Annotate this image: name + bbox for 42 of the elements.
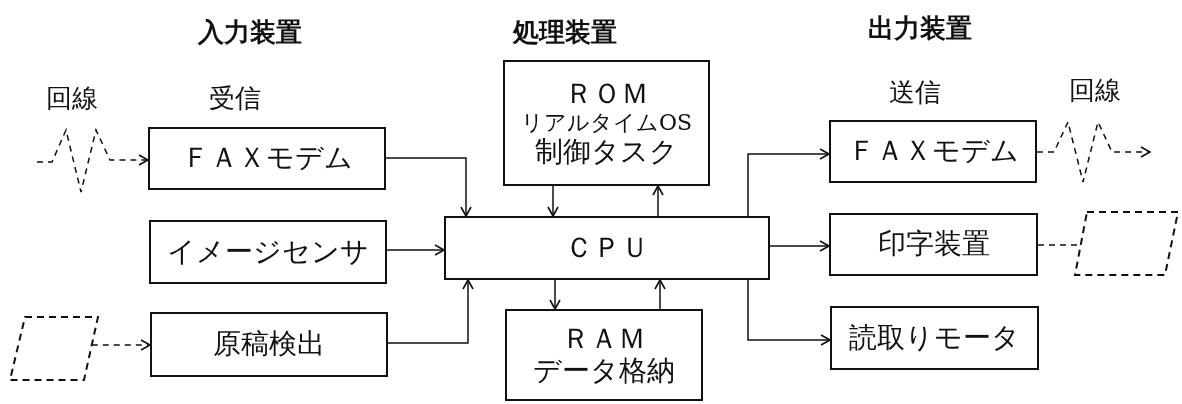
arrow (386, 244, 445, 256)
box-label: イメージセンサ (167, 235, 369, 269)
arrow (747, 279, 831, 346)
line-label: 回線 (1069, 77, 1121, 103)
box-label: 制御タスク (535, 135, 678, 168)
line-label: 回線 (46, 85, 98, 111)
process-box (505, 309, 703, 401)
arrow (1036, 119, 1151, 183)
box-label: 読取りモータ (849, 321, 1020, 355)
box-label: 印字装置 (877, 228, 990, 261)
process-box (503, 60, 710, 186)
arrow (652, 185, 664, 217)
box-label: データ格納 (533, 355, 675, 388)
column-heading: 出力装置 (868, 15, 972, 41)
arrow (549, 279, 561, 310)
arrow (547, 185, 559, 217)
arrow (385, 157, 472, 217)
box-label: ＲＯＭ (564, 78, 649, 111)
parallelogram-shape (1073, 210, 1180, 277)
process-box (150, 312, 388, 377)
arrow (769, 240, 830, 252)
box-label: ＦＡＸモデム (181, 142, 353, 175)
box-label: ＲＡＭ (562, 322, 646, 355)
arrow (654, 279, 666, 310)
box-label: ＦＡＸモデム (847, 135, 1019, 168)
arrow (387, 279, 474, 344)
box-label: リアルタイムOS (520, 110, 693, 136)
caption-text: 受信 (209, 85, 261, 111)
process-box (444, 216, 770, 280)
process-box (829, 213, 1038, 276)
box-label: ＣＰＵ (565, 231, 649, 265)
arrow (91, 339, 151, 351)
process-box (149, 220, 387, 284)
column-heading: 入力装置 (198, 19, 302, 45)
process-box (829, 120, 1037, 183)
arrow (36, 127, 149, 193)
arrow (747, 148, 830, 217)
parallelogram-shape (8, 315, 100, 382)
process-box (148, 127, 386, 190)
process-box (830, 306, 1039, 370)
box-label: 原稿検出 (213, 328, 325, 361)
caption-text: 送信 (889, 79, 941, 105)
